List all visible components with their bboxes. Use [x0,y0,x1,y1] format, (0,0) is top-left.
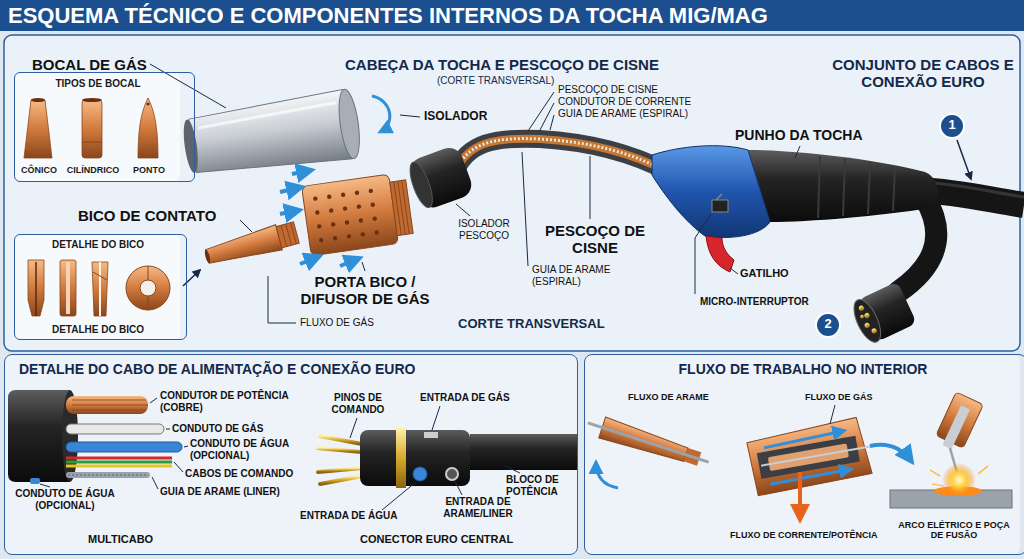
part-label: BLOCO DE POTÊNCIA [506,474,572,497]
part-label: ENTRADA DE ARAME/LINER [432,496,524,519]
part-label: ISOLADOR [424,110,487,124]
part-label: PESCOÇO DE CISNE [540,222,650,257]
part-label: CONDUTO DE ÁGUA (OPCIONAL) [190,438,312,461]
part-label: PORTA BICO / DIFUSOR DE GÁS [285,273,445,308]
part-label: PESCOÇO DE CISNE [558,84,658,96]
part-label: ISOLADOR PESCOÇO [448,218,520,241]
part-label: CONDUTOR DE POTÊNCIA (COBRE) [160,390,312,413]
part-label: FLUXO DE GÁS [300,317,374,329]
part-label: FLUXO DE ARAME [628,392,709,402]
part-label: ENTRADA DE GÁS [420,392,510,404]
part-label: GUIA DE ARAME (ESPIRAL) [558,108,688,120]
part-label: BICO DE CONTATO [78,207,216,224]
part-label: PUNHO DA TOCHA [735,127,863,143]
inset-box: DETALHE DO BICO DETALHE DO BICO [14,234,187,340]
part-label: MULTICABO [88,533,153,546]
part-label: ARCO ELÉTRICO E POÇA DE FUSÃO [895,520,1013,541]
callout-number: 2 [816,317,840,332]
item-label: CILÍNDRICO [53,165,133,175]
part-label: CONDUTO DE ÁGUA (OPCIONAL) [8,488,122,511]
part-label: BOCAL DE GÁS [32,56,147,73]
section-heading: CABEÇA DA TOCHA E PESCOÇO DE CISNE [345,56,659,73]
part-label: GUIA DE ARAME (LINER) [160,486,280,498]
part-label: MICRO-INTERRUPTOR [700,296,809,308]
panel-heading: FLUXO DE TRABALHO NO INTERIOR [585,361,1021,377]
diagram-title: ESQUEMA TÉCNICO E COMPONENTES INTERNOS D… [8,4,768,28]
callout-number: 1 [940,118,964,133]
inset-box: TIPOS DE BOCALCÔNICOCILÍNDRICOPONTO [14,72,195,182]
part-label: CONDUTOR DE CORRENTE [558,96,691,108]
part-label: CABOS DE COMANDO [185,468,293,480]
inset-heading: DETALHE DO BICO [15,324,181,336]
part-label: PINOS DE COMANDO [322,392,394,415]
part-label: GATILHO [740,267,789,280]
section-subheading: (CORTE TRANSVERSAL) [437,75,554,87]
part-label: FLUXO DE GÁS [805,392,873,402]
part-label: CONDUTO DE GÁS [172,423,264,435]
inset-heading: DETALHE DO BICO [15,239,181,251]
section-panel: DETALHE DO CABO DE ALIMENTAÇÃO E CONEXÃO… [4,354,578,555]
part-label: CONECTOR EURO CENTRAL [360,533,513,546]
part-label: GUIA DE ARAME (ESPIRAL) [532,264,632,287]
part-label: ENTRADA DE ÁGUA [300,510,397,522]
part-label: FLUXO DE CORRENTE/POTÊNCIA [730,530,878,540]
section-subheading: CORTE TRANSVERSAL [458,317,605,332]
item-label: PONTO [109,165,189,175]
panel-heading: DETALHE DO CABO DE ALIMENTAÇÃO E CONEXÃO… [19,361,415,377]
section-heading: CONJUNTO DE CABOS E CONEXÃO EURO [828,56,1018,91]
inset-heading: TIPOS DE BOCAL [15,78,181,90]
